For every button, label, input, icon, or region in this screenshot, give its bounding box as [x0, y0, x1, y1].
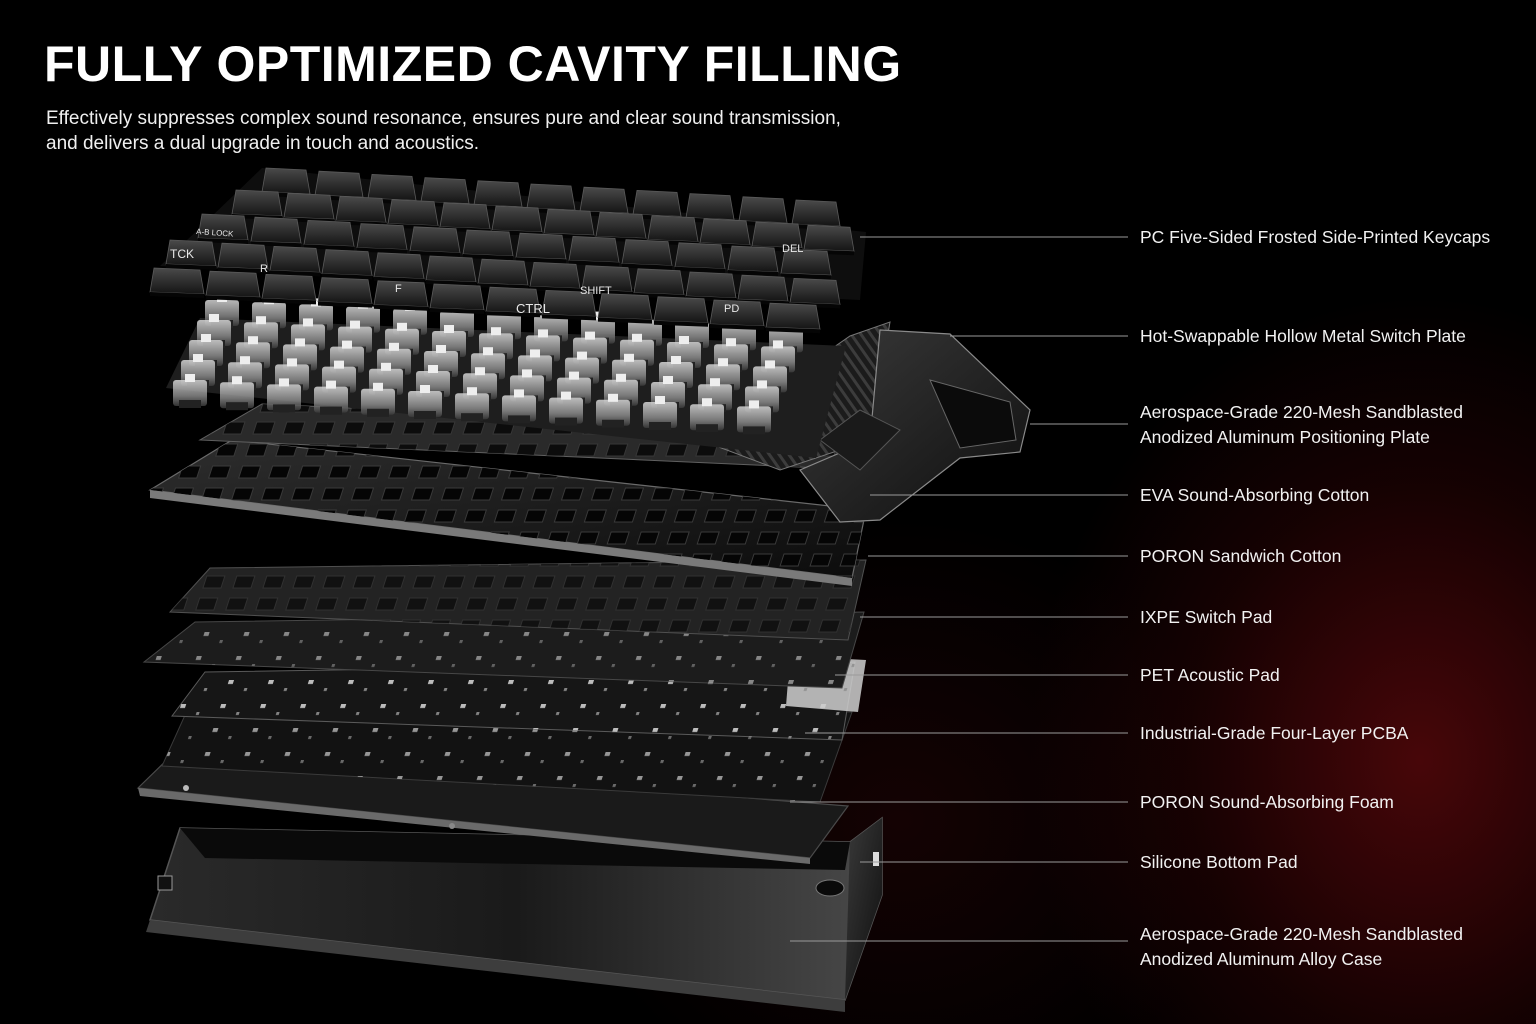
keycap: [321, 249, 373, 280]
legend-f: F: [395, 283, 402, 295]
layer-keycaps: [149, 167, 866, 334]
legend-r: R: [260, 263, 268, 275]
keycap: [632, 189, 682, 221]
legend-del: DEL: [782, 243, 803, 255]
keycap: [515, 232, 567, 264]
page-title: FULLY OPTIMIZED CAVITY FILLING: [44, 36, 902, 92]
leader-lines: [790, 236, 1128, 942]
switch: [220, 376, 254, 411]
keycap: [409, 226, 461, 257]
legend-pd: PD: [724, 303, 739, 315]
layer-switches: [166, 294, 846, 458]
legend-esc: TCK: [170, 247, 194, 261]
label-ixpe-pad: IXPE Switch Pad: [1140, 607, 1273, 627]
switch: [643, 396, 677, 430]
keycap: [217, 242, 269, 274]
switch: [408, 385, 442, 419]
subtitle-line-1: Effectively suppresses complex sound res…: [46, 108, 841, 129]
keycap: [653, 296, 709, 327]
switch: [173, 374, 207, 408]
legend-ctrl: CTRL: [516, 301, 550, 316]
keycap: [803, 224, 855, 256]
keycap: [789, 277, 841, 309]
switch: [737, 400, 771, 435]
keycap: [462, 229, 514, 260]
keycap: [568, 235, 620, 267]
label-eva-cotton: EVA Sound-Absorbing Cotton: [1140, 485, 1370, 505]
keycap: [674, 242, 726, 273]
keycap: [477, 258, 529, 290]
switch: [314, 380, 348, 415]
keycap: [765, 302, 821, 334]
label-silicone-pad: Silicone Bottom Pad: [1140, 852, 1298, 872]
keycap: [709, 299, 765, 330]
keycap: [149, 267, 205, 298]
keycap: [317, 277, 373, 308]
keycap: [261, 273, 317, 305]
page-subtitle: Effectively suppresses complex sound res…: [46, 106, 841, 156]
layer-ixpe-pad: [168, 559, 867, 641]
keycap: [250, 216, 302, 248]
keycap: [633, 268, 685, 299]
label-pet-pad: PET Acoustic Pad: [1140, 665, 1280, 685]
keycap: [373, 252, 425, 283]
switch: [549, 391, 583, 426]
keycap: [165, 239, 217, 270]
keycap: [737, 274, 789, 306]
keycap-legends: TCK A-B LOCK CTRL SHIFT DEL PD F R: [170, 227, 803, 316]
legend-shift: SHIFT: [580, 285, 612, 297]
keycap: [597, 293, 653, 324]
keycap: [205, 270, 261, 302]
keycap: [429, 283, 485, 314]
switch: [455, 387, 489, 422]
keycap: [727, 245, 779, 276]
keycap: [780, 248, 832, 280]
switch: [267, 378, 301, 413]
switch: [361, 382, 395, 417]
keycap: [485, 286, 541, 318]
keycap: [529, 261, 581, 293]
label-switch-plate: Hot-Swappable Hollow Metal Switch Plate: [1140, 326, 1466, 346]
label-case: Aerospace-Grade 220-Mesh Sandblasted Ano…: [1140, 924, 1463, 969]
keycap: [541, 289, 597, 321]
label-pcba: Industrial-Grade Four-Layer PCBA: [1140, 723, 1409, 743]
layer-case: [146, 816, 883, 1012]
layer-poron-sandwich: [148, 439, 867, 586]
keycap: [356, 223, 408, 254]
keycap: [373, 280, 429, 311]
keycap: [621, 239, 673, 270]
keycap: [269, 245, 321, 277]
label-poron-sandwich: PORON Sandwich Cotton: [1140, 546, 1342, 566]
switch: [690, 398, 724, 433]
switch: [596, 393, 630, 428]
keycap: [685, 271, 737, 302]
keycap: [425, 255, 477, 286]
label-positioning-plate: Aerospace-Grade 220-Mesh Sandblasted Ano…: [1140, 402, 1463, 447]
switch: [502, 389, 536, 424]
subtitle-line-2: and delivers a dual upgrade in touch and…: [46, 133, 480, 154]
label-poron-foam: PORON Sound-Absorbing Foam: [1140, 792, 1394, 812]
label-keycaps: PC Five-Sided Frosted Side-Printed Keyca…: [1140, 227, 1491, 247]
keycap: [303, 219, 355, 251]
legend-caps: A-B LOCK: [196, 227, 235, 239]
